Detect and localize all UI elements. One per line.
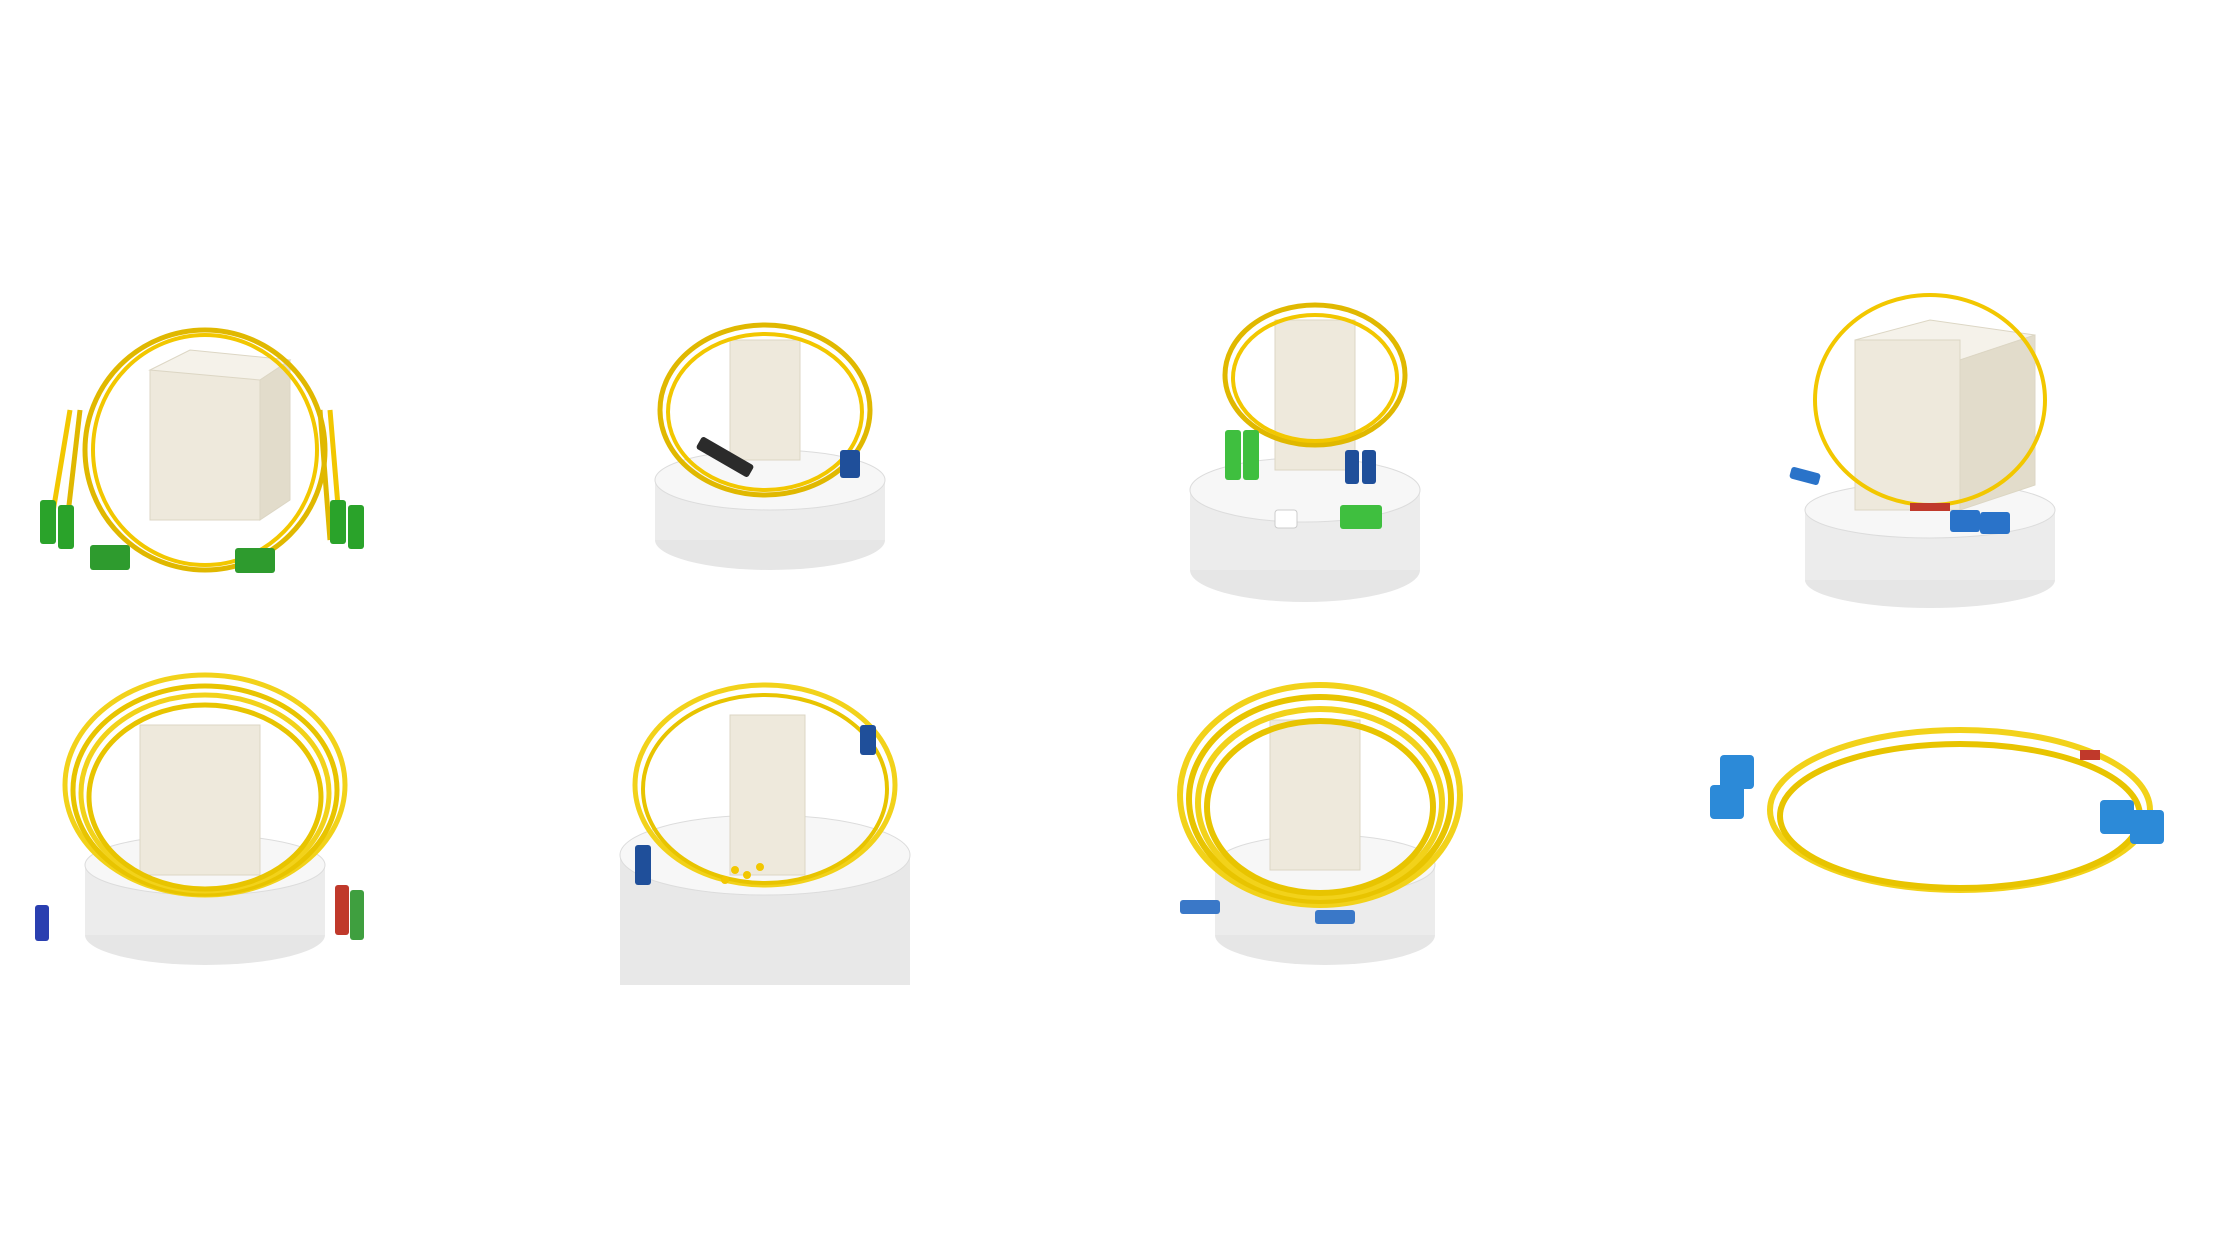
photo-sc-duplex-cable	[1700, 700, 2180, 900]
cable-image	[1189, 302, 1421, 602]
cable-image	[40, 327, 364, 573]
photo-lc-uniboot-cable	[615, 665, 915, 985]
cable-image	[619, 682, 911, 985]
cable-image	[654, 322, 886, 570]
cable-image	[1177, 682, 1463, 965]
photo-sc-apc-lc-cable	[1180, 290, 1430, 610]
photo-lc-duplex-cable	[1165, 665, 1465, 985]
cable-image	[1710, 727, 2164, 893]
photo-st-lc-cable	[640, 300, 900, 580]
photo-duplex-sc-apc-cable	[30, 300, 370, 580]
cable-image	[35, 672, 364, 965]
photo-lc-sc-cable	[1780, 290, 2070, 610]
cable-image	[1789, 293, 2056, 608]
photo-lc-e2000-cable	[30, 665, 370, 985]
